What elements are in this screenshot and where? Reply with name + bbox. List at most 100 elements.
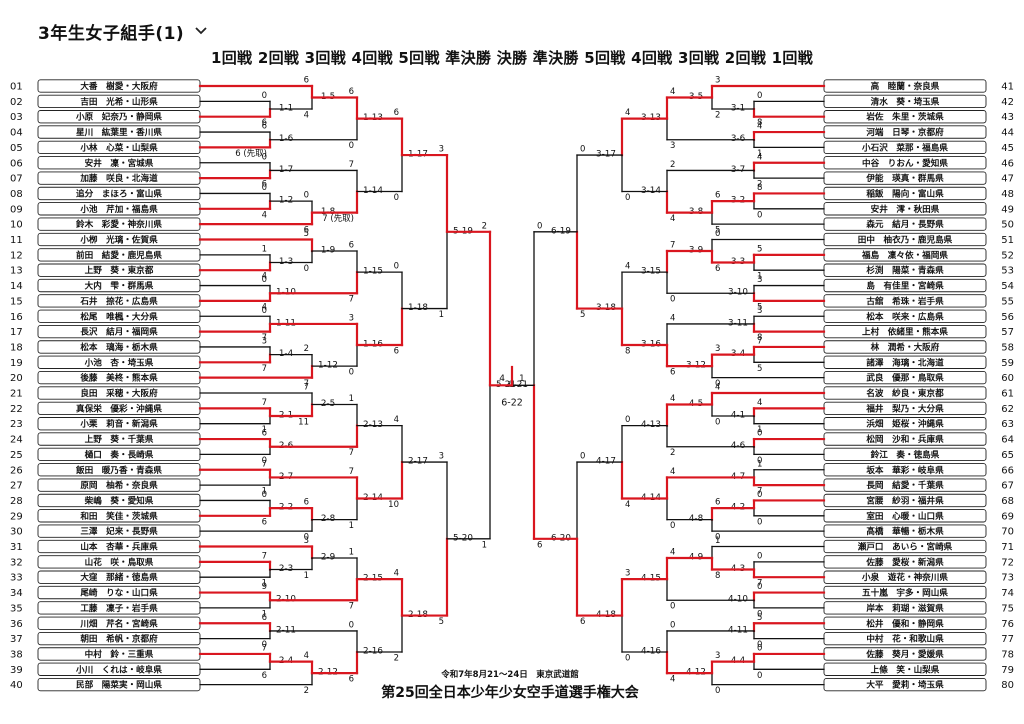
bracket-selector[interactable]: 3年生女子組手(1) [38,18,208,44]
score-label: 8 [715,571,720,581]
score-label: 5 [715,226,720,236]
right-seed-number: 67 [1001,481,1014,492]
left-player-name: 民部 陽菜実・岡山県 [76,679,162,691]
score-label: 7 [262,398,267,408]
score-label: 7 [262,643,267,653]
left-player-name: 星川 紘葉里・香川県 [76,126,162,138]
tournament-name: 第25回全日本少年少女空手道選手権大会 [381,685,639,701]
score-label: 1 [439,310,444,320]
score-label: 4 [262,302,267,312]
right-seed-number: 69 [1001,511,1014,522]
right-seed-number: 51 [1001,235,1014,246]
right-player-name: 岸本 莉瑚・滋賀県 [866,602,944,614]
score-label: 2 [394,654,399,664]
left-player-name: 後藤 美柊・熊本県 [80,372,158,384]
score-label: 1 [349,521,354,531]
score-label: 4 [262,272,267,282]
left-seed-number: 15 [10,296,23,307]
left-seed-number: 05 [10,143,23,154]
score-label: 6 (先取) [235,148,267,159]
score-label: 1 [757,149,762,159]
right-seed-number: 65 [1001,450,1014,461]
score-label: 1 [262,425,267,435]
score-label: 6 [349,87,354,97]
score-label: 0 [537,221,542,231]
left-player-name: 松本 璃海・栃木県 [80,341,158,353]
right-player-name: 髙橋 華暢・栃木県 [866,525,944,537]
score-label: 0 [670,620,675,630]
score-label: 0 [670,521,675,531]
right-seed-number: 52 [1001,250,1014,261]
right-player-name: 長岡 結愛・千葉県 [866,479,944,491]
left-seed-number: 09 [10,204,23,215]
score-label: 1 [757,459,762,469]
score-label: 7 [349,448,354,458]
right-seed-number: 53 [1001,266,1014,277]
left-seed-number: 22 [10,404,23,415]
left-seed-number: 14 [10,281,23,292]
left-seed-number: 18 [10,342,23,353]
right-player-name: 五十嵐 宇多・岡山県 [862,587,948,599]
score-label: 6 [262,517,267,527]
right-player-name: 島 有佳里・宮崎県 [866,280,944,292]
score-label: 6 [304,498,309,508]
score-label: 5 [757,244,762,254]
left-player-name: 工藤 凜子・岩手県 [80,602,158,614]
left-seed-number: 33 [10,573,23,584]
left-player-name: 樋口 奏・長崎県 [85,448,154,460]
left-player-name: 小林 心菜・山梨県 [79,141,158,153]
right-player-name: 福島 凜々依・福岡県 [861,249,948,261]
right-seed-number: 48 [1001,189,1014,200]
right-player-name: 武良 優那・鳥取県 [866,372,944,384]
score-label: 3 [715,76,720,86]
date-venue: 令和7年8月21〜24日 東京武道館 [441,670,579,680]
right-seed-number: 64 [1001,435,1014,446]
score-label: 5 [304,229,309,239]
score-label: 0 [262,306,267,316]
left-seed-number: 32 [10,557,23,568]
right-seed-number: 77 [1001,634,1014,645]
left-seed-number: 39 [10,665,23,676]
score-label: 1 [757,425,762,435]
score-label: 7 [304,379,309,389]
score-label: 4 [670,675,675,685]
right-player-name: 高 睦蘭・奈良県 [871,80,940,92]
score-label: 5 [757,302,762,312]
footer: 令和7年8月21〜24日 東京武道館 第25回全日本少年少女空手道選手権大会 [360,668,660,702]
score-label: 4 [625,108,630,118]
score-label: 4 [670,394,675,404]
right-player-name: 中谷 りおん・愛知県 [862,157,948,169]
left-player-name: 原岡 柚希・奈良県 [80,479,158,491]
right-player-name: 中村 花・和歌山県 [866,633,944,645]
right-player-name: 宮腰 紗羽・福井県 [866,494,944,506]
score-label: 4 [625,500,630,510]
score-label: 0 [757,551,762,561]
left-player-name: 小栗 莉音・新潟県 [79,418,158,430]
left-player-name: 朝田 希帆・京都府 [80,633,158,645]
score-label: 8 [757,118,762,128]
score-label: 3 [304,536,309,546]
left-seed-number: 17 [10,327,23,338]
score-label: 3 [439,145,444,155]
score-label: 0 [394,193,399,203]
right-player-name: 瀬戸口 あいら・宮崎県 [858,541,953,553]
left-seed-number: 27 [10,481,23,492]
score-label: 6 [262,671,267,681]
score-label: 6 [537,540,542,550]
score-label: 0 [715,229,720,239]
right-player-name: 佐藤 葵月・愛媛県 [865,648,944,660]
right-player-name: 小石沢 菜那・福島県 [861,141,948,153]
score-label: 8 [757,183,762,193]
score-label: 3 [262,336,267,346]
left-player-name: 上野 葵・東京都 [85,264,154,276]
right-player-name: 森元 結月・長野県 [866,218,944,230]
left-player-name: 上野 葵・千葉県 [85,433,154,445]
right-seed-number: 62 [1001,404,1014,415]
left-seed-number: 04 [10,128,23,139]
left-seed-number: 34 [10,588,23,599]
round-headers: 1回戦 2回戦 3回戦 4回戦 5回戦 準決勝 決勝 準決勝 5回戦 4回戦 3… [210,49,814,67]
score-label: 3 [715,344,720,354]
right-player-name: 松本 咲来・広島県 [866,310,944,322]
right-player-name: 林 潤希・大阪府 [871,341,940,353]
score-label: 7 [262,364,267,374]
